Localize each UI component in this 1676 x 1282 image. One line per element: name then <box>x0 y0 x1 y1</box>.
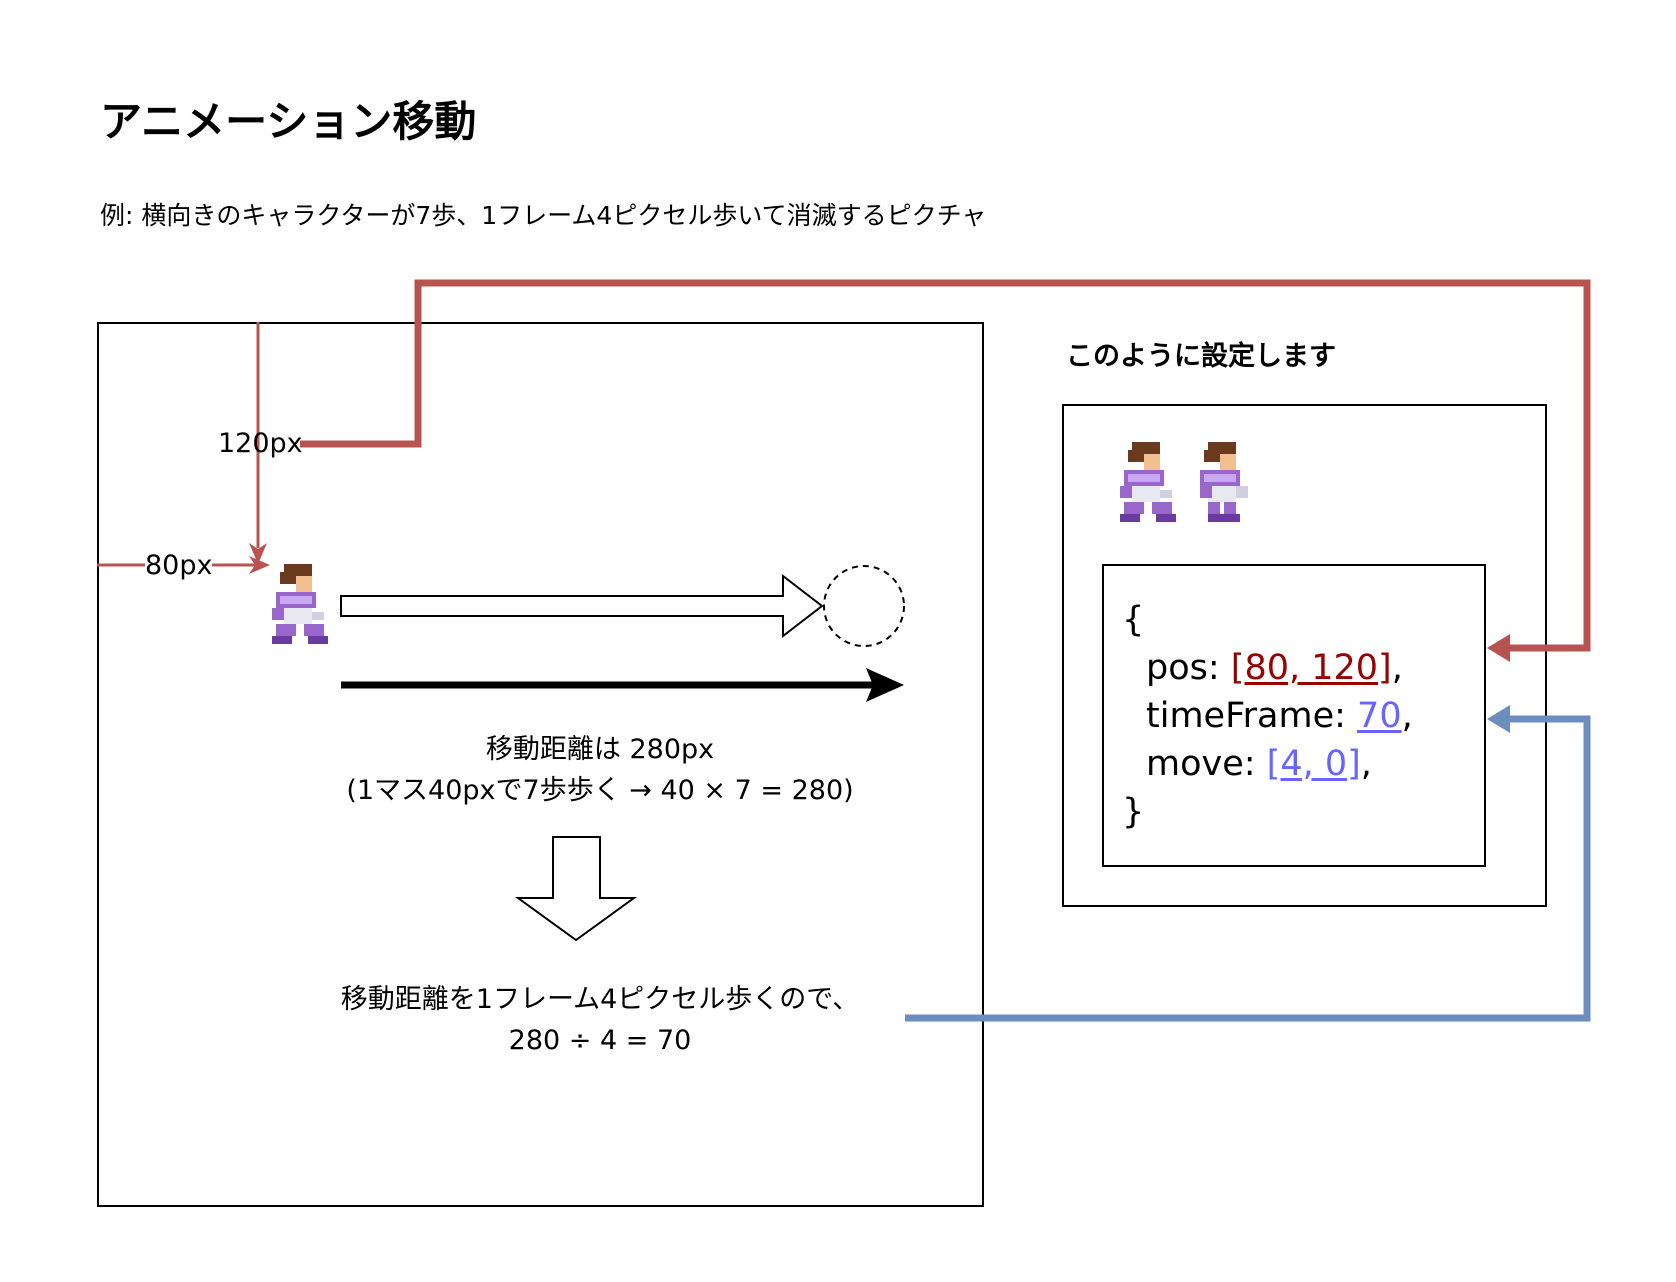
red-connector-pos-head <box>1487 634 1510 662</box>
code-time-comma: , <box>1401 696 1413 736</box>
hollow-move-arrow <box>340 573 824 639</box>
character-sprite-walk-1 <box>1120 442 1176 522</box>
code-move-value: [4, 0] <box>1266 744 1361 784</box>
y-offset-arrow-head <box>249 543 267 564</box>
red-connector-pos <box>300 279 1591 652</box>
page-subtitle: 例: 横向きのキャラクターが7歩、1フレーム4ピクセル歩いて消滅するピクチャ <box>100 201 987 230</box>
code-pos-comma: , <box>1391 648 1403 688</box>
code-pos-key: pos: <box>1146 648 1231 688</box>
destination-circle <box>823 565 905 647</box>
blue-connector-timeframe-head <box>1487 705 1510 733</box>
character-sprite-start <box>272 564 328 644</box>
right-settings-panel <box>1062 404 1547 907</box>
code-pos-value: [80, 120] <box>1230 648 1392 688</box>
frames-line-2: 280 ÷ 4 = 70 <box>508 1025 692 1056</box>
distance-line-1: 移動距離は 280px <box>485 734 715 765</box>
code-time-value: 70 <box>1357 696 1402 736</box>
x-offset-arrow-head <box>249 556 270 574</box>
code-line-pos: pos: [80, 120], <box>1122 644 1413 692</box>
code-close-brace: } <box>1122 792 1145 832</box>
frames-line-1: 移動距離を1フレーム4ピクセル歩くので、 <box>340 984 860 1015</box>
frames-explanation: 移動距離を1フレーム4ピクセル歩くので、 280 ÷ 4 = 70 <box>270 979 930 1061</box>
code-box <box>1102 564 1486 867</box>
code-line-timeframe: timeFrame: 70, <box>1122 692 1413 740</box>
left-diagram-panel <box>97 322 984 1207</box>
code-time-key: timeFrame: <box>1146 696 1358 736</box>
page-title: アニメーション移動 <box>100 97 477 146</box>
distance-arrow-head <box>866 668 904 702</box>
blue-connector-timeframe <box>905 715 1591 1022</box>
code-move-key: move: <box>1146 744 1267 784</box>
code-move-comma: , <box>1360 744 1372 784</box>
settings-code: { pos: [80, 120], timeFrame: 70, move: [… <box>1122 596 1413 836</box>
distance-explanation: 移動距離は 280px (1マス40pxで7歩歩く → 40 × 7 = 280… <box>270 729 930 811</box>
code-open-brace: { <box>1122 600 1145 640</box>
distance-line-2: (1マス40pxで7歩歩く → 40 × 7 = 280) <box>346 775 854 806</box>
character-sprite-walk-2 <box>1200 442 1248 522</box>
y-offset-label: 120px <box>218 428 303 459</box>
code-line-move: move: [4, 0], <box>1122 740 1413 788</box>
settings-heading: このように設定します <box>1066 341 1336 372</box>
x-offset-label: 80px <box>145 550 213 581</box>
hollow-down-arrow <box>514 836 638 942</box>
